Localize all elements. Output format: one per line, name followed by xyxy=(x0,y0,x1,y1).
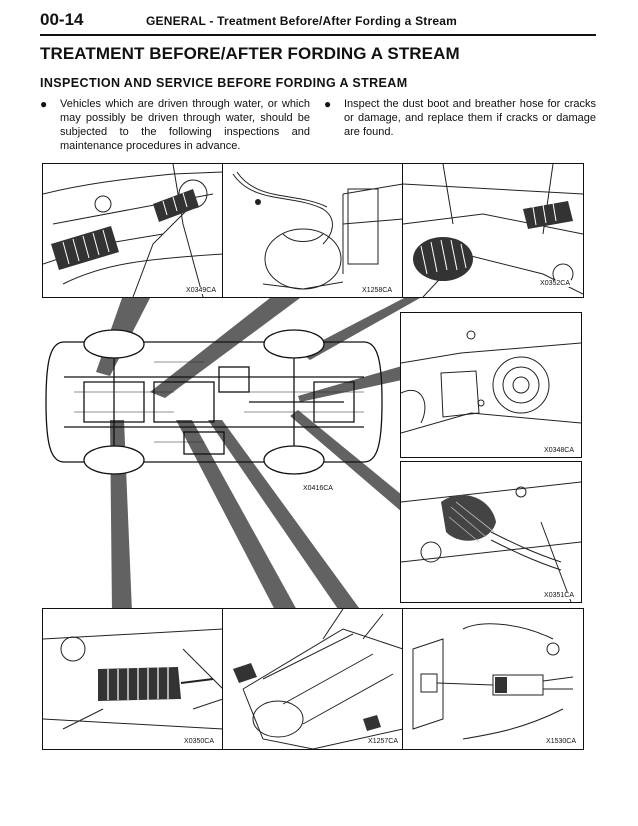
bullet-dot-icon: ● xyxy=(40,97,48,111)
pointer-wedge xyxy=(176,420,298,612)
bullet-dot-icon: ● xyxy=(324,97,332,111)
figure-mid-right-1: X0348CA xyxy=(400,312,582,458)
figure-code: X0416CA xyxy=(303,485,333,492)
pointer-wedge xyxy=(150,298,300,398)
figure-code: X1257CA xyxy=(367,738,399,745)
figure-code: X0350CA xyxy=(183,738,215,745)
main-title: TREATMENT BEFORE/AFTER FORDING A STREAM xyxy=(40,44,460,63)
figure-top-right: X0352CA xyxy=(402,163,584,298)
bullet-text: Vehicles which are driven through water,… xyxy=(60,98,310,152)
bullet-item-1: ● Vehicles which are driven through wate… xyxy=(40,97,310,157)
bullet-item-2: ● Inspect the dust boot and breather hos… xyxy=(324,97,596,138)
driveshaft-boot-drawing xyxy=(43,164,223,297)
vehicle-underside-drawing xyxy=(45,329,383,475)
figure-code: X0349CA xyxy=(185,287,217,294)
front-axle-boot-drawing xyxy=(403,164,583,297)
pointer-wedge xyxy=(290,410,402,512)
pointer-wedge xyxy=(298,366,402,402)
figure-bottom-right: X1530CA xyxy=(402,608,584,750)
figure-code: X0352CA xyxy=(539,280,571,287)
bullet-text: Inspect the dust boot and breather hose … xyxy=(344,98,596,138)
section-title: INSPECTION AND SERVICE BEFORE FORDING A … xyxy=(40,76,408,90)
pointer-wedge xyxy=(300,298,420,360)
transmission-drawing xyxy=(233,609,403,749)
figure-bottom-left: X0350CA xyxy=(42,608,224,750)
figure-code: X1530CA xyxy=(545,738,577,745)
figure-mid-right-2: X0351CA xyxy=(400,461,582,603)
figure-code: X1258CA xyxy=(361,287,393,294)
clutch-cylinder-drawing xyxy=(412,623,574,740)
steering-gear-boot-drawing xyxy=(43,628,223,730)
header-rule xyxy=(40,34,596,36)
figure-top-middle: X1258CA xyxy=(222,163,404,298)
pointer-wedge xyxy=(208,420,362,612)
breather-hose-drawing xyxy=(232,171,403,290)
figure-code: X0351CA xyxy=(543,592,575,599)
figure-top-left: X0349CA xyxy=(42,163,224,298)
figure-bottom-middle: X1257CA xyxy=(222,608,404,750)
running-header: GENERAL - Treatment Before/After Fording… xyxy=(146,14,457,28)
page-number: 00-14 xyxy=(40,10,84,29)
hose-grommet-drawing xyxy=(401,481,581,602)
figure-code: X0348CA xyxy=(543,447,575,454)
transfer-housing-drawing xyxy=(401,330,581,434)
